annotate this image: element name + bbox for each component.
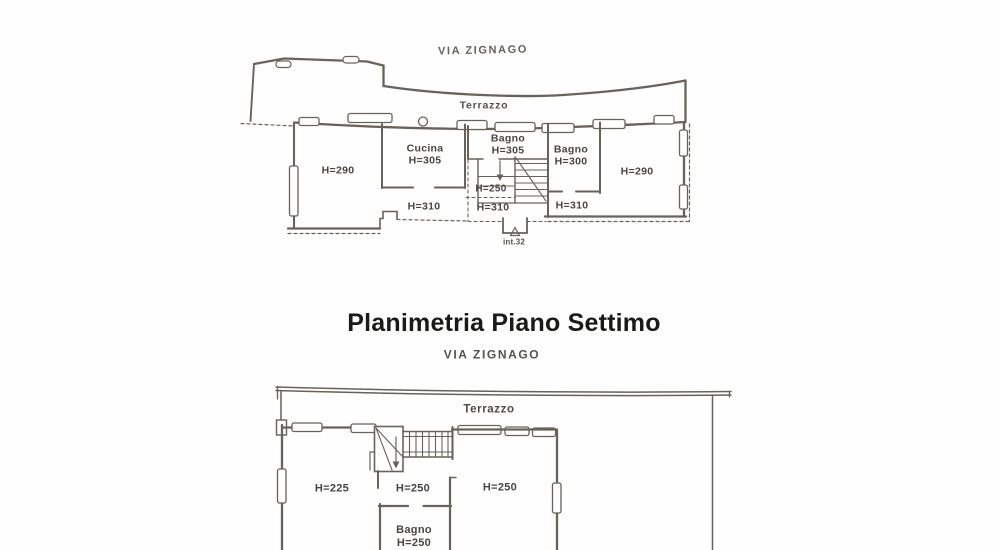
room-height: H=305: [491, 144, 525, 156]
street-label-bottom: VIA ZIGNAGO: [443, 347, 541, 362]
bottom-plan-linework: [275, 385, 732, 550]
page-title: Planimetria Piano Settimo: [347, 309, 661, 337]
room-height-right: H=290: [620, 165, 654, 178]
top-plan-linework: [240, 55, 691, 237]
room-label-b-bath: Bagno H=250: [396, 524, 432, 550]
top-plan-window-pills: [298, 112, 675, 134]
room-height-b-left: H=225: [314, 482, 350, 495]
room-height-left: H=290: [321, 164, 355, 177]
room-height-hall-center: H=310: [476, 201, 510, 214]
bottom-plan-window-pills: [291, 422, 557, 438]
room-name: Bagno: [553, 143, 589, 156]
room-height: H=250: [396, 537, 432, 549]
street-label-top: VIA ZIGNAGO: [437, 43, 529, 58]
room-height: H=305: [408, 154, 442, 166]
terrace-label-top: Terrazzo: [459, 99, 509, 112]
room-label-kitchen: Cucina H=305: [406, 142, 444, 167]
room-height-hall-left: H=310: [407, 200, 441, 213]
room-height-b-right: H=250: [482, 481, 518, 494]
bottom-plan-stairs: [369, 425, 454, 473]
top-plan-stairs: [465, 156, 549, 204]
room-height-hall-right: H=310: [555, 199, 589, 212]
room-label-bath-center: Bagno H=305: [490, 132, 526, 157]
entry-label: int.32: [502, 237, 526, 247]
room-label-bath-right: Bagno H=300: [553, 143, 589, 168]
terrace-label-bottom: Terrazzo: [463, 403, 515, 416]
room-height: H=300: [554, 155, 588, 167]
room-name: Bagno: [490, 132, 526, 145]
room-height-b-center: H=250: [395, 482, 431, 495]
room-name: Bagno: [396, 524, 432, 536]
room-name: Cucina: [406, 142, 444, 155]
room-height-understairs: H=250: [475, 183, 507, 195]
